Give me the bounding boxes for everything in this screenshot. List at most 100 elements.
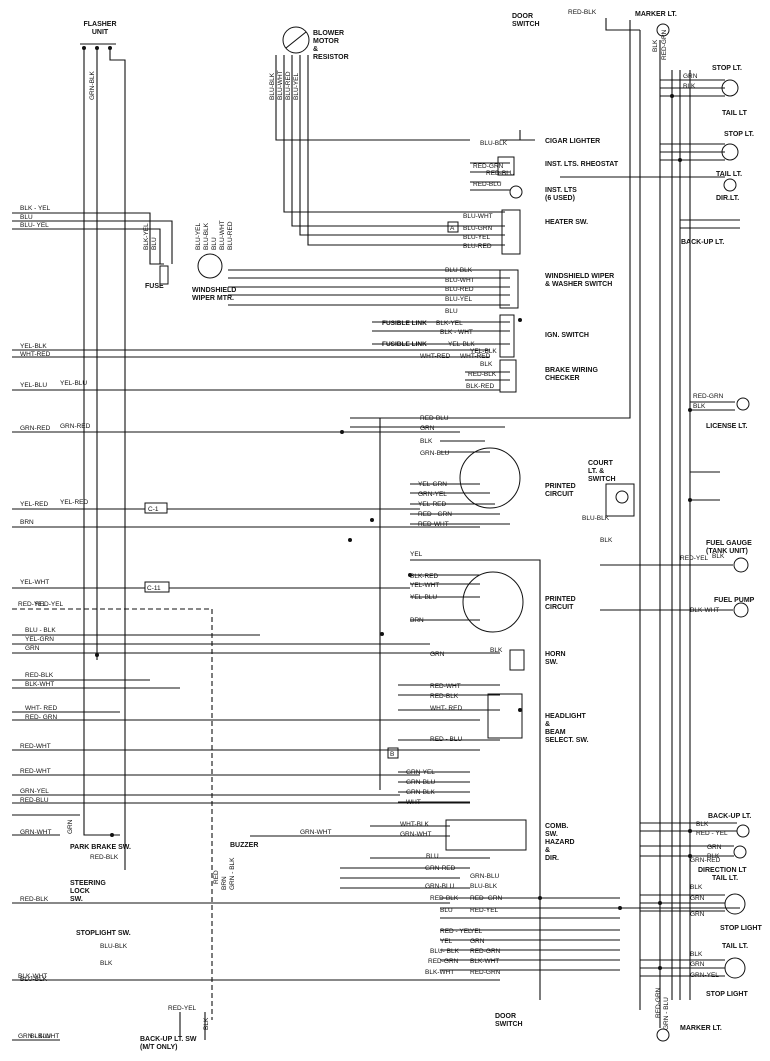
wire-label: GRN-YEL [406, 769, 435, 776]
wire-label: BLK [600, 537, 613, 544]
connector-b-label: B [390, 751, 394, 758]
connector-b: B [387, 747, 399, 759]
wire-label: BLK-RED [410, 573, 438, 580]
wire-label: GRN [690, 895, 705, 902]
wire-label: BLU [211, 237, 218, 250]
wire-label: BRN [221, 876, 228, 890]
wire-label: WHT-BLK [400, 821, 430, 828]
left-wire-label: BLU- YEL [20, 222, 49, 229]
label-buzzer: BUZZER [230, 842, 258, 849]
wire-label: WHT-RED [420, 353, 451, 360]
wire-label: GRN-BLU [420, 450, 450, 457]
wire-label: RED - BLU [430, 736, 462, 743]
wire-label: RED-BLU [420, 415, 449, 422]
wire-label: BLU-RED [445, 286, 474, 293]
wire-label: YEL [470, 928, 483, 935]
wire-label: BLK [690, 951, 703, 958]
left-wire-label: BLK - YEL [20, 205, 51, 212]
wire-label: RED-BLK [430, 693, 459, 700]
wire-label: YEL-BLU [410, 594, 437, 601]
wire-label: GRN-RED [60, 423, 91, 430]
label-tail-lt-4: TAIL LT. [722, 943, 748, 950]
wire-label: BLK [707, 853, 720, 860]
wire-lines [12, 18, 740, 1041]
left-wire-label: YEL-BLU [20, 382, 47, 389]
wire-label: GRN-YEL [418, 491, 447, 498]
wire-label: WHT [406, 799, 421, 806]
wire-label: GRN - BLU [663, 997, 670, 1030]
wire-label: BLK [693, 403, 706, 410]
wire-label: RED - YEL [440, 928, 472, 935]
printed-circuit-1-symbol [459, 447, 521, 509]
wire-label: BLU [426, 853, 439, 860]
left-wire-label: GRN - BLU [18, 1033, 51, 1040]
wire-label: BRN [410, 617, 424, 624]
wire-label: RED-GRN [470, 969, 501, 976]
wire-label: RED-BLU [486, 170, 515, 177]
label-backup-lt-1: BACK-UP LT. [681, 239, 724, 246]
connector-a-label: A [450, 225, 455, 232]
label-direction-lt: DIRECTION LT [698, 867, 747, 874]
label-tail-lt-3: TAIL LT. [712, 875, 738, 882]
wire-label: GRN-BLU [470, 873, 500, 880]
label-marker-lt-bot: MARKER LT. [680, 1025, 722, 1032]
wire-label: BLU-WHT [219, 220, 226, 250]
left-wire-label: WHT-RED [20, 351, 51, 358]
wire-label: RED-WHT [20, 768, 51, 775]
left-wire-label: GRN-RED [20, 425, 51, 432]
wire-label: YEL-RED [418, 501, 446, 508]
wire-label: BLU-WHT [277, 70, 284, 100]
wire-label: FUSIBLE LINK [382, 341, 427, 348]
connector-c1: C-1 [144, 502, 168, 514]
wire-label: YEL-GRN [418, 481, 447, 488]
wire-label: RED-BLK [90, 854, 119, 861]
wire-label: BLK [696, 821, 709, 828]
wire-label: GRN [430, 651, 445, 658]
label-ign-switch: IGN. SWITCH [545, 332, 589, 339]
label-tail-lt-2: TAIL LT. [716, 171, 742, 178]
wire-label: FUSIBLE LINK [382, 320, 427, 327]
wire-label: RED-YEL [470, 907, 499, 914]
wire-label: BLU- BLK [430, 948, 460, 955]
blower-motor-symbol [282, 26, 310, 54]
wire-label: BLU-BLK [100, 943, 128, 950]
wire-label: BLU [151, 237, 158, 250]
label-stop-lt-2: STOP LT. [724, 131, 754, 138]
wire-label: GRN-YEL [20, 788, 49, 795]
wire-label: RED-BLU [20, 797, 49, 804]
junction-dots [95, 94, 692, 970]
wire-label: GRN-RED [690, 857, 721, 864]
left-wire-label: BLU [20, 214, 33, 221]
label-stop-light-2: STOP LIGHT [706, 991, 748, 998]
wire-label: BLK [683, 83, 696, 90]
left-wire-label: BLK-WHT [18, 973, 47, 980]
wire-label: BLU-YEL [195, 223, 202, 250]
wire-label: BRN [20, 519, 34, 526]
wire-label: BLU-WHT [463, 213, 493, 220]
wire-label: BLK-YEL [436, 320, 463, 327]
wire-label: BLK-WHT [690, 607, 719, 614]
wire-label: BLU-BLK [470, 883, 498, 890]
wire-label: BLK - WHT [440, 329, 473, 336]
wire-label: BLU-BLK [480, 140, 508, 147]
wire-label: RED-GRN [473, 163, 504, 170]
label-wiper-switch: WINDSHIELD WIPER& WASHER SWITCH [545, 273, 614, 288]
wire-label: YEL-BLK [448, 341, 475, 348]
wire-label: BLK [420, 438, 433, 445]
label-backup-lt-2: BACK-UP LT. [708, 813, 751, 820]
wire-label: YEL-WHT [20, 579, 49, 586]
label-marker-lt-top: MARKER LT. [635, 11, 677, 18]
wire-label: GRN [690, 911, 705, 918]
wire-label: RED- GRN [25, 714, 57, 721]
wire-label: BLK [690, 884, 703, 891]
printed-circuit-2-symbol [462, 571, 524, 633]
wire-label: BLU-BLK [269, 72, 276, 100]
wire-label: RED-BLK [468, 371, 497, 378]
